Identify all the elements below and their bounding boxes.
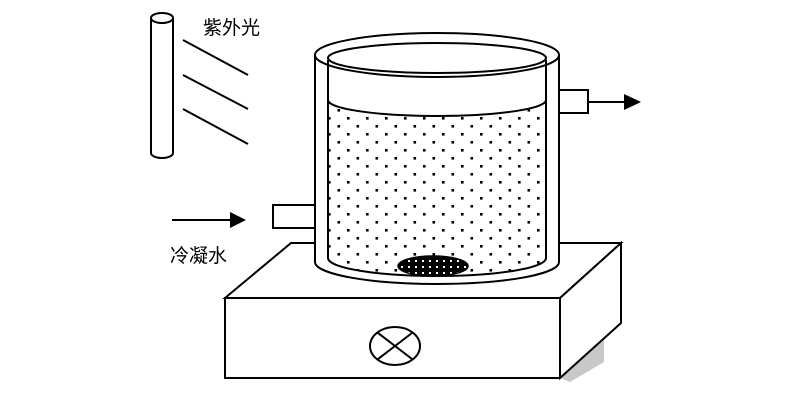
uv-ray-3 bbox=[182, 108, 249, 145]
solution-liquid bbox=[328, 100, 546, 276]
stirrer-control-knob[interactable] bbox=[369, 326, 421, 366]
uv-light-label: 紫外光 bbox=[203, 17, 260, 39]
knob-cross-b bbox=[377, 332, 413, 360]
uv-rays bbox=[182, 39, 249, 145]
uv-ray-2 bbox=[182, 74, 249, 110]
outlet-arrow-head bbox=[624, 94, 641, 110]
water-outlet bbox=[558, 89, 641, 114]
stir-bar bbox=[397, 255, 469, 277]
vessel-inner-rim bbox=[327, 42, 547, 74]
water-inlet bbox=[172, 204, 316, 229]
uv-ray-1 bbox=[182, 39, 249, 76]
vessel-outer-rim bbox=[314, 32, 560, 78]
cooling-water-label: 冷凝水 bbox=[170, 245, 227, 267]
uv-lamp-bottom-cap bbox=[150, 152, 174, 159]
reactor-vessel bbox=[314, 32, 560, 285]
stirrer-shadow bbox=[560, 340, 604, 382]
uv-lamp bbox=[150, 12, 174, 159]
inlet-arrow-head bbox=[230, 212, 246, 228]
solution-surface bbox=[327, 99, 547, 117]
uv-lamp-top-cap bbox=[150, 12, 174, 24]
outlet-pipe bbox=[558, 89, 589, 114]
inlet-pipe bbox=[272, 204, 316, 229]
